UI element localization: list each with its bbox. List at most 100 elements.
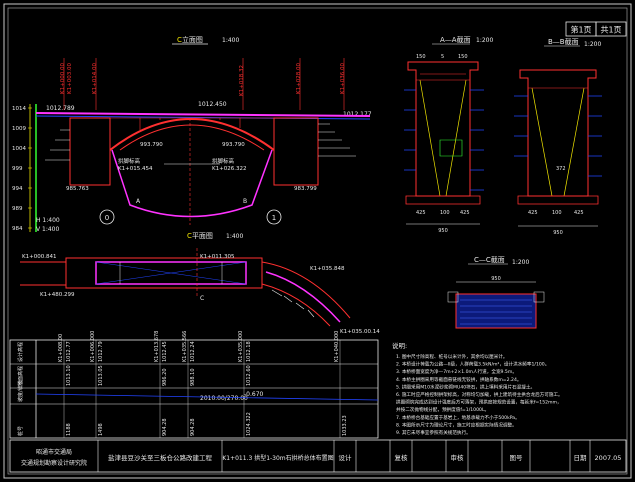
note-line-0: 1. 图中尺寸除高程、桩号以米计外，其余均以厘米计。 xyxy=(396,353,508,360)
section-b-outline xyxy=(519,69,597,197)
table-stake-1: K1+006.000 xyxy=(90,331,96,362)
section-marker-a: A xyxy=(136,198,141,205)
section-b-title: B—B截面 xyxy=(548,37,579,46)
date-value: 2007.05 xyxy=(595,454,622,462)
notes-lines: 1. 图中尺寸除高程、桩号以米计外，其余均以厘米计。2. 本桥设计荷载为公路—I… xyxy=(396,353,563,436)
page-total-label: 共1页 xyxy=(600,26,621,35)
y-tick-1004: 1004 xyxy=(12,146,26,152)
plan-title: C平面图 xyxy=(187,232,213,240)
plan-stake-4: K1+480.299 xyxy=(40,292,75,298)
table-design-1: 1012.79 xyxy=(98,341,104,362)
base-elev-left: 985.763 xyxy=(66,186,89,192)
plan-scale: 1:400 xyxy=(226,233,243,240)
row-label-stake: 桩号 xyxy=(17,426,24,436)
section-a-scale: 1:200 xyxy=(476,37,493,44)
design-label: 设计 xyxy=(339,453,353,462)
note-line-9: 8. 本图所示尺寸为理论尺寸，施工时应根据实际情况调整。 xyxy=(396,421,517,428)
crown-note-left: K1+003.00 xyxy=(67,63,73,94)
arch-label-left: 拱脚标高 xyxy=(118,157,141,165)
table-stake-5: K1+040.000 xyxy=(334,331,340,362)
deck-elev-mid: 1012.450 xyxy=(198,101,227,108)
sa-dim-bot-2: 425 xyxy=(460,210,470,216)
crown-note-right: K1+036.00 xyxy=(340,63,346,94)
grade-value: -0.670 xyxy=(244,391,264,398)
page-number-label: 第1页 xyxy=(570,25,591,35)
table-bottom-5: 1033.23 xyxy=(342,415,348,436)
pier-marker-0-label: 0 xyxy=(105,214,109,222)
note-line-1: 2. 本桥设计荷载为公路—II级，人群荷载3.5kN/m²，设计洪水频率1/10… xyxy=(396,361,549,368)
note-line-8: 7. 本桥桥台基础应置于基岩上，地基承载力不小于500kPa。 xyxy=(396,414,520,421)
table-ground-2: 986.20 xyxy=(162,369,168,387)
table-design-3: 1012.24 xyxy=(190,341,196,362)
section-c-title: C—C截面 xyxy=(474,255,505,264)
table-stake-2: K1+013.678 xyxy=(154,331,160,362)
sa-dim-top-0: 150 xyxy=(416,54,426,60)
base-elev-right: 983.799 xyxy=(294,186,317,192)
pier-marker-1-label: 1 xyxy=(272,214,276,222)
note-line-3: 4. 本桥主拱圈采用等截面悬链线无铰拱，拱轴系数m=2.24。 xyxy=(396,376,521,383)
sb-dim-bot-2: 425 xyxy=(574,210,584,216)
table-bottom-4: 1024.322 xyxy=(246,412,252,436)
note-line-5: 6. 施工时应严格控制拱架标高，对称均匀加载，拱上建筑待主拱合龙后方可施工。 xyxy=(396,391,563,398)
elevation-stake-labels: K1+000.00 K1+003.00 K1+014.00 K1+018.32 … xyxy=(60,63,346,96)
y-tick-984: 984 xyxy=(12,226,23,232)
table-bottom-2: 904.28 xyxy=(162,419,168,437)
drawing-frame xyxy=(3,3,632,479)
section-c-scale: 1:200 xyxy=(512,259,529,266)
plan-stake-5: K1+035.00.14 xyxy=(340,329,380,335)
stake-left-label: K1+000.00 xyxy=(60,63,66,94)
section-c-c[interactable]: C—C截面 1:200 950 xyxy=(447,255,545,329)
grade-length: 2010.00/270.00 xyxy=(200,395,248,402)
table-ground-1: 1013.05 xyxy=(98,365,104,386)
y-tick-1014: 1014 xyxy=(12,106,26,112)
drawing-inner-frame xyxy=(7,7,628,475)
sa-dim-bot-1: 100 xyxy=(440,210,450,216)
table-design-2: 1012.45 xyxy=(162,341,168,362)
section-b-scale: 1:200 xyxy=(584,41,601,48)
scale-h: H 1:400 xyxy=(36,217,60,224)
y-tick-994: 994 xyxy=(12,186,23,192)
page-counter: 第1页 共1页 xyxy=(565,21,627,37)
plan-view[interactable]: C平面图 1:400 K1+000.841 K1+011.305 K1+035.… xyxy=(20,232,380,335)
note-line-7: 并按二次抛物线分配，预拱度值f=1/1000L。 xyxy=(396,406,489,413)
section-a-outline xyxy=(407,61,479,197)
section-a-a[interactable]: A—A截面 1:200 150 5 150 425 100 425 950 xyxy=(404,35,493,234)
plan-stake-2: K1+011.305 xyxy=(200,254,235,260)
row-label-grade: 坡度/坡长 xyxy=(17,380,24,402)
approve-label: 审核 xyxy=(451,453,465,462)
sc-width: 950 xyxy=(491,276,501,282)
deck-elev-right: 1012.177 xyxy=(343,111,372,118)
section-a-title: A—A截面 xyxy=(440,35,471,44)
date-label: 日期 xyxy=(574,454,588,462)
y-tick-989: 989 xyxy=(12,206,23,212)
left-abutment xyxy=(69,117,111,186)
bridge-deck-line xyxy=(35,112,371,117)
table-ground-0: 1013.10 xyxy=(66,365,72,386)
stake-mid-b: K1+018.32 xyxy=(239,65,245,96)
plan-stake-1: K1+000.841 xyxy=(22,254,56,260)
table-stake-0: K1+008.00 xyxy=(58,334,64,362)
plan-roadway xyxy=(95,261,247,285)
arch-dim-2: 993.790 xyxy=(222,142,245,148)
note-line-10: 9. 其它未尽事宜参照有关规范执行。 xyxy=(396,429,471,436)
section-marker-b: B xyxy=(243,198,247,205)
drawing-name: K1+011.3 拱型1-30m石拱桥总体布置图 xyxy=(222,454,333,462)
review-label: 复核 xyxy=(395,453,409,462)
table-design-4: 1012.18 xyxy=(246,341,252,362)
note-line-4: 5. 拱圈采用M10水泥砂浆砌MU40块石，拱上填料采用片石混凝土。 xyxy=(396,383,535,390)
sa-dim-top-1: 5 xyxy=(441,54,444,60)
arch-intrados xyxy=(119,124,265,151)
pier-marker-0 xyxy=(99,209,115,225)
stake-right-label: K1+028.00 xyxy=(296,63,302,94)
row-label-ground: 地面高程 xyxy=(17,366,24,386)
company-line1: 昭通市交通局 xyxy=(36,448,72,456)
section-b-b[interactable]: B—B截面 1:200 372 425 100 425 950 xyxy=(514,37,602,236)
plan-stake-3: K1+035.848 xyxy=(310,266,345,272)
sb-dim-bot-1: 100 xyxy=(552,210,562,216)
table-ground-3: 988.10 xyxy=(190,369,196,387)
